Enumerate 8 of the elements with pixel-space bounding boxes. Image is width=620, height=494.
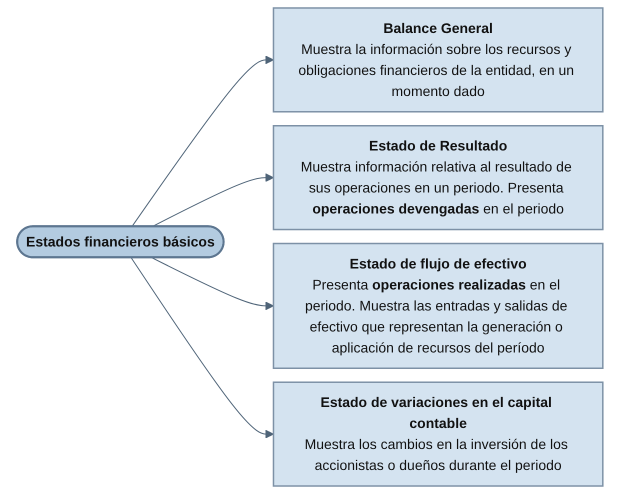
arrow [151, 173, 274, 228]
node-box: Estado de Resultado Muestra información relativa al resultado de sus operaciones en un periodo. Presenta operaciones devengadas en el periodo [272, 125, 604, 230]
arrow [131, 56, 274, 228]
node-box: Balance General Muestra la información sobre los recursos y obligaciones financieros de la entidad, en un momento dado [272, 7, 604, 113]
node-box: Estado de variaciones en el capital contable Muestra los cambios en la inversión de los accionistas o dueños durante el periodo [272, 381, 604, 487]
node-box: Estado de flujo de efectivo Presenta operaciones realizadas en el periodo. Muestra las entradas y salidas de efectivo que representan la generación o aplicación de recursos del período [272, 242, 604, 369]
arrow [130, 257, 274, 438]
arrow [151, 257, 274, 310]
